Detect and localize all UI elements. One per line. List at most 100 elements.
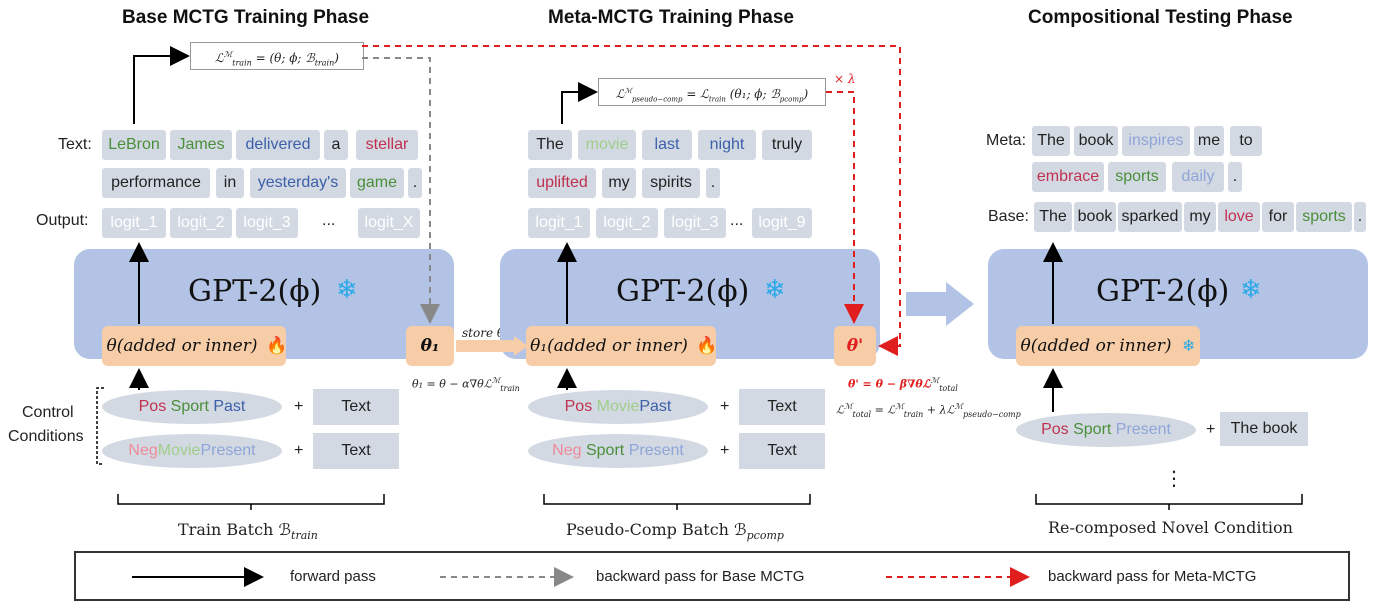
token: James [170,130,232,160]
token: last [642,130,692,160]
batch-sub: train [291,529,318,543]
loss-sup: ℳ [624,87,632,95]
eq: = ℒ [871,403,896,417]
cond-sentiment: Neg [128,442,158,459]
plus-sign: + [720,442,730,459]
theta1-block: θ₁ [406,326,454,366]
store-arrow-head [514,336,528,356]
condition-pill: Pos MoviePast [528,390,708,424]
plus-sign: + [294,398,304,415]
vertical-dots: ⋮ [1164,468,1184,490]
sup: ℳ [954,402,963,411]
sup: ℳ [895,402,904,411]
logit: logit_3 [664,208,726,238]
gpt2-label: GPT-2(ϕ) [616,274,750,309]
update-sup: ℳ [491,376,501,385]
token: . [1354,202,1366,232]
batch-text: Train Batch ℬ [178,520,292,539]
logit-ellipsis: ... [322,212,336,229]
control-label: Control [22,404,74,421]
loss-rest: = (θ; ϕ; ℬ [251,51,315,65]
update-sub: train [500,383,520,393]
cond-sentiment: Neg [552,442,582,459]
loss-sup: ℳ [223,50,233,59]
plus-sign: + [720,398,730,415]
text-label: Text: [58,136,92,153]
update-text: θ₁ = θ − α∇θℒ [412,377,492,391]
forward-arrow [133,46,190,124]
token: The [1032,126,1070,156]
cond-topic: Movie [157,442,201,459]
snowflake-icon: ❄ [1240,274,1262,304]
token: performance [102,168,210,198]
token: my [1184,202,1216,232]
gpt2-label: GPT-2(ϕ) [1096,274,1230,309]
token: book [1074,126,1118,156]
batch-brace [543,494,811,510]
phase-transition-arrow [906,282,974,326]
logit: logit_1 [102,208,166,238]
loss-args: (θ₁; ϕ; ℬ [725,87,780,101]
theta-prime-update: θ' = θ − β∇θℒℳtotal [848,376,958,393]
token: game [350,168,404,198]
token: daily [1172,162,1224,192]
token: The [1034,202,1072,232]
snowflake-icon: ❄ [1182,338,1196,355]
batch-text: Pseudo-Comp Batch ℬ [566,520,747,539]
token: stellar [356,130,418,160]
backward-meta-arrow [826,91,864,324]
token: LeBron [102,130,166,160]
token: yesterday's [250,168,346,198]
token: . [408,168,422,198]
batch-brace [1035,494,1303,510]
token: delivered [236,130,320,160]
fire-icon: 🔥 [266,336,288,355]
logit-ellipsis: ... [730,212,744,229]
condition-pill: Pos Sport Present [1016,413,1196,447]
cond-topic: Sport [1073,421,1112,438]
cond-topic: Sport [170,398,209,415]
theta-prime-block: θ' [834,326,876,366]
text-box: Text [739,389,825,425]
loss-symbol: ℒ [215,51,224,65]
loss-symbol: ℒ [615,87,625,101]
token: sports [1296,202,1352,232]
lambda-label: × λ [834,72,856,86]
token: a [324,130,348,160]
loss-close: ) [334,51,339,65]
token: . [1228,162,1242,192]
snowflake-icon: ❄ [336,274,358,304]
base-label: Base: [988,208,1029,225]
logit: logit_1 [528,208,590,238]
legend-forward: forward pass [290,568,376,585]
title-base-phase: Base MCTG Training Phase [122,7,370,28]
sub: pseudo−comp [962,409,1021,419]
legend [74,551,1350,601]
theta-block-test: θ(added or inner) [1016,326,1200,366]
gpt2-label: GPT-2(ϕ) [188,274,322,309]
batch-brace [117,494,385,510]
plus-sign: + [1206,421,1216,438]
legend-backward-meta: backward pass for Meta-MCTG [1048,568,1257,585]
token: sports [1108,162,1166,192]
loss-rest-sub: train [708,95,726,104]
condition-pill: Neg Sport Present [528,434,708,468]
title-meta-phase: Meta-MCTG Training Phase [548,7,794,28]
theta1-block-meta: θ₁(added or inner) [526,326,716,366]
conditions-bracket [96,387,104,465]
token: inspires [1122,126,1190,156]
cond-sentiment: Pos [1041,421,1069,438]
loss-sub: train [232,58,252,68]
backward-base-arrow [362,57,440,324]
token: . [706,168,720,198]
cond-tense: Past [639,398,672,415]
theta-block-base: θ(added or inner) [102,326,286,366]
backward-meta-arrow [362,45,901,356]
cond-topic: Movie [596,398,640,415]
loss-rest: = ℒ [682,87,709,101]
update-sub: total [939,383,958,393]
forward-arrow [561,82,598,124]
sup: ℳ [843,402,853,411]
cond-tense: Present [628,442,684,459]
